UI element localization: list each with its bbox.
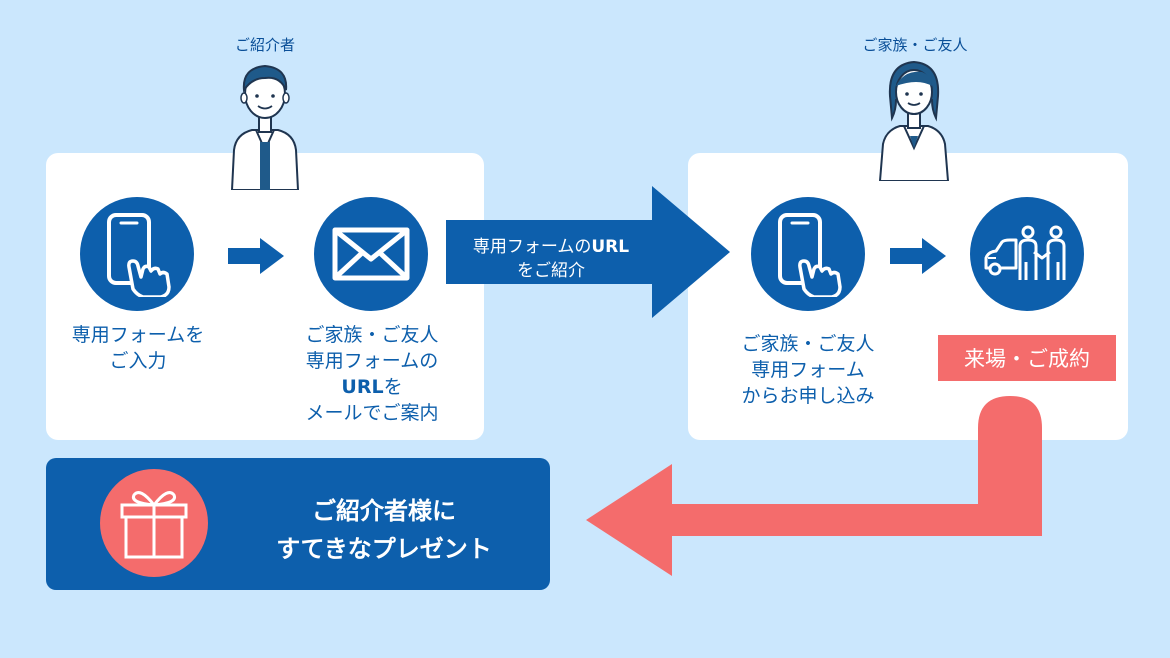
step1-caption: 専用フォームを ご入力: [48, 322, 228, 374]
visit-contract-badge: 来場・ご成約: [938, 335, 1116, 381]
big-arrow-line1-text: 専用フォームの: [472, 237, 592, 257]
gift-icon: [120, 491, 188, 559]
step2-line4: メールでご案内: [305, 402, 439, 424]
step1-line1: 専用フォームを: [71, 324, 205, 346]
phone-touch-circle-2: [751, 197, 865, 311]
arrow-right-icon: [890, 238, 946, 274]
car-handshake-icon: [984, 225, 1066, 280]
step2-line2: 専用フォームの: [305, 350, 439, 372]
step2-line3: URLを: [272, 374, 472, 400]
step3-line1: ご家族・ご友人: [741, 333, 875, 355]
present-line1: ご紹介者様に: [312, 497, 456, 525]
mail-icon: [332, 227, 410, 281]
big-arrow-text: 専用フォームのURL をご紹介: [452, 235, 650, 283]
gift-circle: [100, 469, 208, 577]
present-line2: すてきなプレゼント: [276, 535, 492, 563]
phone-touch-icon: [778, 213, 842, 297]
person-male-icon: [230, 64, 300, 190]
car-handshake-circle: [970, 197, 1084, 311]
big-arrow-url: URL: [591, 237, 630, 257]
big-arrow-line2: をご紹介: [517, 261, 585, 281]
arrow-right-icon: [228, 238, 284, 274]
phone-touch-circle: [80, 197, 194, 311]
step2-line1: ご家族・ご友人: [305, 324, 439, 346]
step2-url-rest: を: [383, 376, 403, 398]
referrer-label: ご紹介者: [234, 36, 295, 54]
present-text: ご紹介者様に すてきなプレゼント: [236, 492, 532, 568]
friend-label: ご家族・ご友人: [862, 36, 968, 54]
step3-line3: からお申し込み: [741, 385, 875, 407]
step3-caption: ご家族・ご友人 専用フォーム からお申し込み: [708, 331, 908, 409]
step2-caption: ご家族・ご友人 専用フォームの URLを メールでご案内: [272, 322, 472, 426]
phone-touch-icon: [107, 213, 171, 297]
step1-line2: ご入力: [109, 350, 167, 372]
step3-line2: 専用フォーム: [751, 359, 865, 381]
return-arrow-icon: [586, 396, 1042, 576]
step2-url: URL: [341, 376, 384, 398]
person-female-icon: [878, 60, 950, 181]
big-arrow-line1: 専用フォームのURL: [452, 235, 650, 259]
big-arrow-icon: [446, 186, 730, 318]
mail-circle: [314, 197, 428, 311]
